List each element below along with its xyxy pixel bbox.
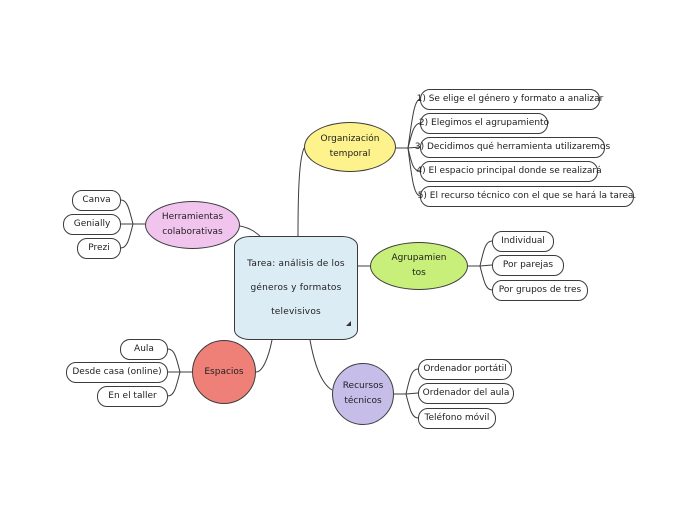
resize-corner-icon <box>346 321 351 326</box>
list-item-label: Por parejas <box>502 260 554 270</box>
list-item-label: Ordenador portátil <box>423 364 507 374</box>
list-item[interactable]: Canva <box>72 190 121 211</box>
branch-espacios[interactable]: Espacios <box>192 340 256 404</box>
list-item-label: 2) Elegimos el agrupamiento <box>418 118 550 128</box>
list-item[interactable]: Prezi <box>77 238 121 259</box>
list-item[interactable]: 5) El recurso técnico con el que se hará… <box>417 186 637 207</box>
list-item-label: Por grupos de tres <box>498 285 582 295</box>
branch-label: Espacios <box>204 366 244 377</box>
branch-agrupamientos[interactable]: Agrupamientos <box>370 242 468 290</box>
branch-label: Agrupamientos <box>391 253 447 278</box>
branch-label: Herramientas colaborativas <box>161 212 224 237</box>
list-item-label: Prezi <box>88 243 110 253</box>
list-item[interactable]: 1) Se elige el género y formato a analiz… <box>417 89 603 110</box>
list-item[interactable]: Aula <box>120 339 168 360</box>
list-item-label: Ordenador del aula <box>422 388 510 398</box>
list-item-label: Individual <box>501 236 545 246</box>
list-item-label: 1) Se elige el género y formato a analiz… <box>416 94 604 104</box>
list-item[interactable]: Ordenador del aula <box>418 383 514 404</box>
list-item[interactable]: 4) El espacio principal donde se realiza… <box>416 161 602 182</box>
list-item-label: Canva <box>82 195 111 205</box>
central-topic[interactable]: Tarea: análisis de los géneros y formato… <box>234 236 358 340</box>
list-item-label: Teléfono móvil <box>424 413 490 423</box>
list-item-label: En el taller <box>108 391 157 401</box>
list-item[interactable]: En el taller <box>97 386 168 407</box>
branch-label: Recursos técnicos <box>342 381 384 406</box>
branch-label: Organización temporal <box>320 134 380 159</box>
branch-organizacion-temporal[interactable]: Organización temporal <box>304 122 396 172</box>
list-item-label: 3) Decidimos qué herramienta utilizaremo… <box>414 142 611 152</box>
central-topic-label: Tarea: análisis de los géneros y formato… <box>247 259 345 317</box>
list-item-label: Aula <box>134 344 154 354</box>
list-item-label: 5) El recurso técnico con el que se hará… <box>417 191 637 201</box>
list-item-label: Genially <box>73 219 111 229</box>
list-item-label: Desde casa (online) <box>72 367 162 377</box>
list-item[interactable]: Teléfono móvil <box>418 408 496 429</box>
list-item[interactable]: Genially <box>63 214 121 235</box>
branch-herramientas-colaborativas[interactable]: Herramientas colaborativas <box>145 201 240 249</box>
list-item[interactable]: Desde casa (online) <box>66 362 168 383</box>
branch-recursos-tecnicos[interactable]: Recursos técnicos <box>332 363 394 425</box>
list-item-label: 4) El espacio principal donde se realiza… <box>416 166 602 176</box>
list-item[interactable]: Por grupos de tres <box>492 280 588 301</box>
list-item[interactable]: Individual <box>492 231 554 252</box>
list-item[interactable]: 2) Elegimos el agrupamiento <box>418 113 550 134</box>
list-item[interactable]: 3) Decidimos qué herramienta utilizaremo… <box>415 137 610 158</box>
list-item[interactable]: Ordenador portátil <box>418 359 512 380</box>
list-item[interactable]: Por parejas <box>492 255 564 276</box>
